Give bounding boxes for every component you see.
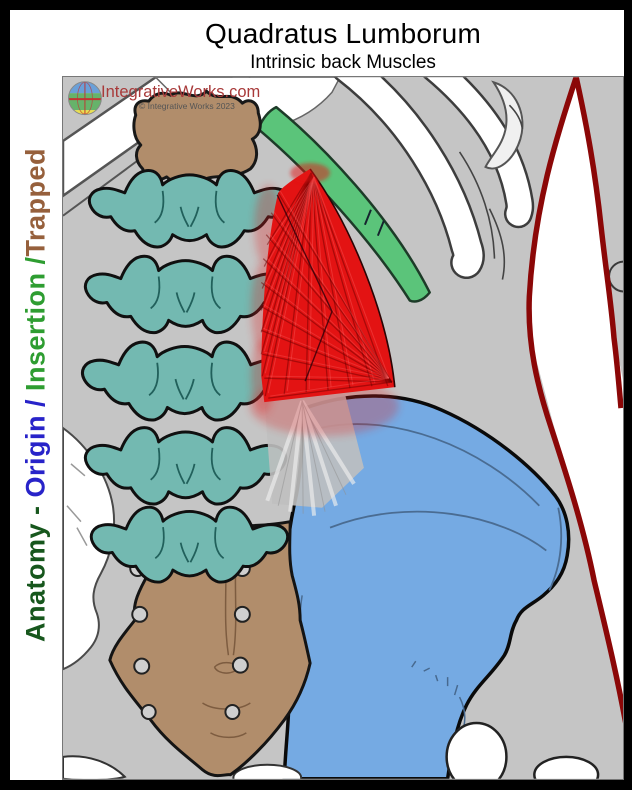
side-label-origin: Origin /: [20, 391, 51, 498]
integrative-works-logo-icon: [67, 81, 102, 116]
side-label-anatomy: Anatomy -: [20, 497, 51, 643]
watermark-site: IntegrativeWorks.com: [101, 83, 261, 101]
side-label-insertion: Insertion /: [20, 256, 51, 392]
ribs: [334, 77, 535, 280]
side-label: Anatomy - Origin / Insertion /Trapped: [21, 148, 52, 642]
anatomy-illustration: [62, 76, 624, 780]
left-ilium-white: [63, 426, 116, 671]
muscle-fibers-lower-fan: [260, 190, 393, 399]
body-outline: [526, 77, 623, 779]
page-subtitle: Intrinsic back Muscles: [250, 52, 436, 73]
page-title: Quadratus Lumborum: [205, 18, 481, 49]
side-label-trapped: Trapped: [20, 147, 51, 257]
watermark-copyright: © Integrative Works 2023: [139, 101, 235, 111]
femur-bones: [63, 721, 600, 779]
t12-vertebra: [132, 89, 262, 186]
quadratus-lumborum-muscle: [249, 162, 399, 436]
